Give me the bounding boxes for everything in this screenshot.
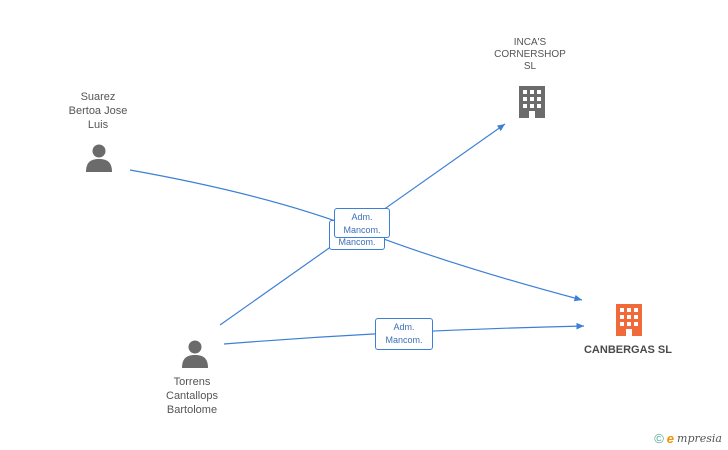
relation-badge[interactable]: Adm. Mancom. <box>334 208 390 238</box>
building-icon <box>616 304 642 336</box>
building-icon <box>519 86 545 118</box>
brand-logo-text: mpresia <box>677 432 722 445</box>
node-label-torrens[interactable]: Torrens Cantallops Bartolome <box>166 376 218 416</box>
copyright-icon: © <box>654 431 664 446</box>
node-label-inca[interactable]: INCA'S CORNERSHOP SL <box>494 37 566 72</box>
brand-logo-e: e <box>666 431 675 446</box>
person-icon <box>86 144 112 172</box>
node-label-canbergas[interactable]: CANBERGAS SL <box>583 344 672 356</box>
person-icon <box>182 340 208 368</box>
node-label-suarez[interactable]: Suarez Bertoa Jose Luis <box>68 91 128 131</box>
relation-badge[interactable]: Adm. Mancom. <box>375 318 433 350</box>
